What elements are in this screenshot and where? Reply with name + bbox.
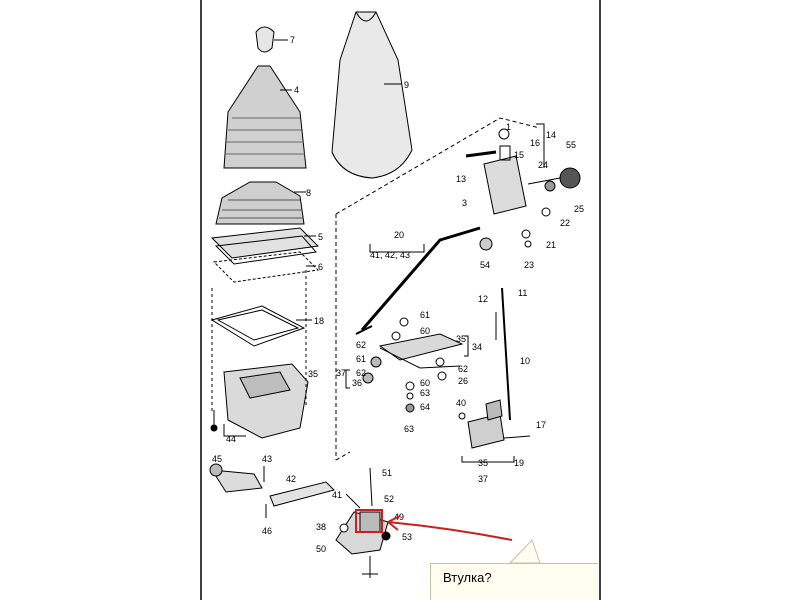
label-40: 40 <box>456 398 466 408</box>
label-44: 44 <box>226 434 236 444</box>
label-50: 50 <box>316 544 326 554</box>
label-3: 3 <box>462 198 467 208</box>
label-13: 13 <box>456 174 466 184</box>
label-60: 60 <box>420 326 430 336</box>
label-18: 18 <box>314 316 324 326</box>
label-52: 52 <box>384 494 394 504</box>
shift-boot-long <box>331 11 413 179</box>
label-46: 46 <box>262 526 272 536</box>
label-19: 19 <box>514 458 524 468</box>
inner-boot <box>215 181 305 225</box>
label-45: 45 <box>212 454 222 464</box>
diagram-drawing <box>209 11 581 578</box>
label-35-housing: 35 <box>308 369 318 379</box>
tooltip-pointer <box>508 539 541 564</box>
label-21: 21 <box>546 240 556 250</box>
highlight-annotation <box>355 509 513 541</box>
label-25: 25 <box>574 204 584 214</box>
label-62-left: 62 <box>356 340 366 350</box>
label-54: 54 <box>480 260 490 270</box>
label-16: 16 <box>530 138 540 148</box>
shift-knob <box>255 26 275 53</box>
label-37-low: 37 <box>478 474 488 484</box>
label-6: 6 <box>318 262 323 272</box>
label-4: 4 <box>294 85 299 95</box>
label-41-42-43: 41, 42, 43 <box>370 250 410 260</box>
frame-plate-5 <box>210 227 320 259</box>
label-61-left: 61 <box>356 354 366 364</box>
label-35-link: 35 <box>456 334 466 344</box>
label-23: 23 <box>524 260 534 270</box>
label-7: 7 <box>290 35 295 45</box>
label-26: 26 <box>458 376 468 386</box>
label-9: 9 <box>404 80 409 90</box>
label-41: 41 <box>332 490 342 500</box>
label-64: 64 <box>420 402 430 412</box>
gasket-18 <box>210 305 306 347</box>
label-10: 10 <box>520 356 530 366</box>
label-60-mid: 60 <box>420 378 430 388</box>
label-20: 20 <box>394 230 404 240</box>
shift-boot-small <box>223 65 307 169</box>
label-24: 24 <box>538 160 548 170</box>
rod-20 <box>360 226 481 331</box>
label-61: 61 <box>420 310 430 320</box>
label-42: 42 <box>286 474 296 484</box>
label-17: 17 <box>536 420 546 430</box>
label-12: 12 <box>478 294 488 304</box>
label-63-mid: 63 <box>420 388 430 398</box>
shift-rod-10 <box>501 287 511 421</box>
arrow-head <box>387 515 401 531</box>
label-14: 14 <box>546 130 556 140</box>
comment-tooltip[interactable]: Втулка? <box>430 563 598 600</box>
label-63: 63 <box>404 424 414 434</box>
tooltip-text: Втулка? <box>443 570 492 585</box>
highlight-arrow <box>387 521 513 541</box>
label-15: 15 <box>514 150 524 160</box>
label-43: 43 <box>262 454 272 464</box>
lower-linkage <box>211 469 263 493</box>
label-62-low: 62 <box>356 368 366 378</box>
highlight-box <box>355 509 383 533</box>
selector-housing-3 <box>483 155 527 215</box>
label-11: 11 <box>518 288 527 298</box>
label-35-clamp: 35 <box>478 458 488 468</box>
label-51: 51 <box>382 468 392 478</box>
label-5: 5 <box>318 232 323 242</box>
label-34: 34 <box>472 342 482 352</box>
label-38: 38 <box>316 522 326 532</box>
label-1: 1 <box>506 122 511 132</box>
label-37: 37 <box>336 368 346 378</box>
label-62-right: 62 <box>458 364 468 374</box>
label-22: 22 <box>560 218 570 228</box>
label-8: 8 <box>306 188 311 198</box>
label-55: 55 <box>566 140 576 150</box>
label-36: 36 <box>352 378 362 388</box>
label-53: 53 <box>402 532 412 542</box>
linkage-plate-34 <box>378 333 464 361</box>
